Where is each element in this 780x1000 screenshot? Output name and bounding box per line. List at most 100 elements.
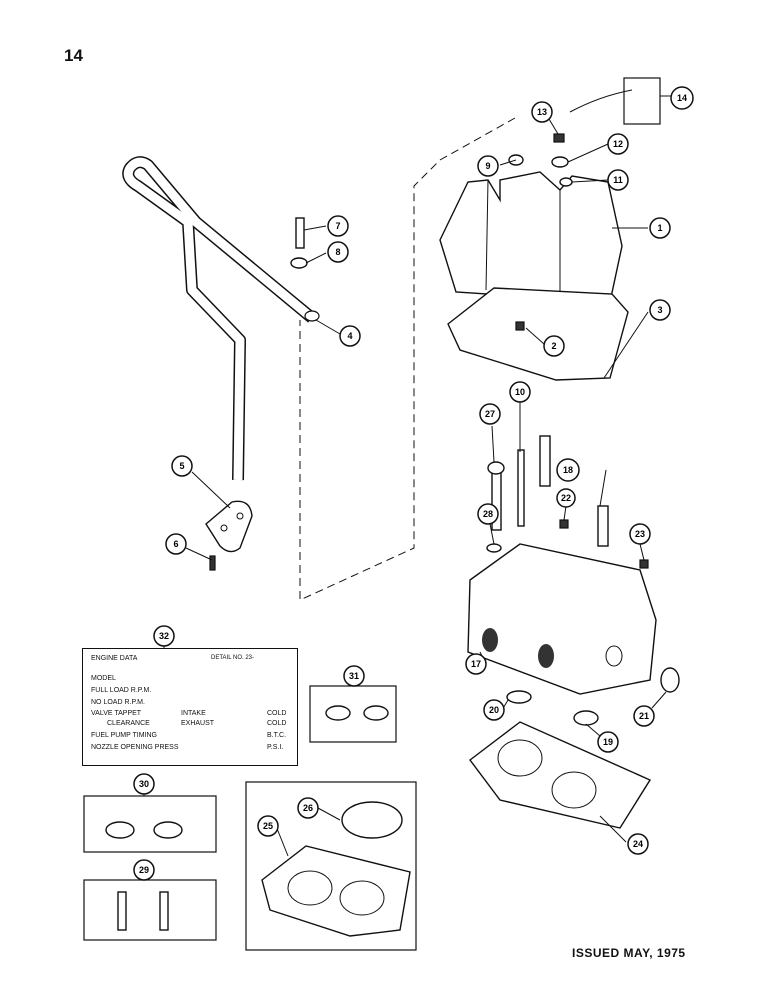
svg-text:13: 13 <box>537 107 547 117</box>
callout-26: 26 <box>297 797 319 819</box>
svg-text:32: 32 <box>159 631 169 641</box>
kit-box-29 <box>83 879 217 941</box>
card-intake: INTAKE <box>181 710 206 717</box>
callout-17: 17 <box>465 653 487 675</box>
callout-6: 6 <box>165 533 187 555</box>
washer-11 <box>559 177 573 187</box>
svg-text:19: 19 <box>603 737 613 747</box>
kit-box-30 <box>83 795 217 853</box>
screw-6 <box>209 555 216 571</box>
card-no-load: NO LOAD R.P.M. <box>91 699 145 706</box>
nut-23 <box>639 559 649 569</box>
washer-28 <box>486 543 502 553</box>
svg-text:1: 1 <box>657 223 662 233</box>
seal-19 <box>573 710 599 726</box>
card-cold-1: COLD <box>267 710 287 717</box>
svg-text:17: 17 <box>471 659 481 669</box>
card-fuel-pump-timing: FUEL PUMP TIMING <box>91 732 157 739</box>
sleeve-18a <box>539 435 551 487</box>
o-ring-26 <box>341 801 403 839</box>
svg-text:30: 30 <box>139 779 149 789</box>
svg-text:23: 23 <box>635 529 645 539</box>
assembly-dashed-line <box>299 117 516 601</box>
card-valve-tappet: VALVE TAPPET <box>91 710 142 717</box>
callout-23: 23 <box>629 523 651 545</box>
callout-30: 30 <box>133 773 155 795</box>
callout-31: 31 <box>343 665 365 687</box>
callout-25: 25 <box>257 815 279 837</box>
card-clearance: CLEARANCE <box>107 720 150 727</box>
guide-29b <box>159 891 169 931</box>
valve-cover-gasket <box>447 287 629 381</box>
stud-10 <box>517 449 525 527</box>
callout-12: 12 <box>607 133 629 155</box>
guide-29a <box>117 891 127 931</box>
seal-30a <box>105 821 135 839</box>
svg-text:24: 24 <box>633 839 643 849</box>
callout-10: 10 <box>509 381 531 403</box>
card-psi: P.S.I. <box>267 744 284 751</box>
svg-text:27: 27 <box>485 409 495 419</box>
head-gasket-25 <box>261 845 411 937</box>
svg-text:9: 9 <box>485 161 490 171</box>
seal-21 <box>660 667 680 693</box>
svg-text:10: 10 <box>515 387 525 397</box>
callout-24: 24 <box>627 833 649 855</box>
callout-9: 9 <box>477 155 499 177</box>
callout-21: 21 <box>633 705 655 727</box>
svg-text:25: 25 <box>263 821 273 831</box>
page-number: 14 <box>64 46 83 65</box>
card-cold-2: COLD <box>267 720 287 727</box>
callout-3: 3 <box>649 299 671 321</box>
svg-text:8: 8 <box>335 247 340 257</box>
callout-8: 8 <box>327 241 349 263</box>
card-exhaust: EXHAUST <box>181 720 215 727</box>
callout-7: 7 <box>327 215 349 237</box>
callout-27: 27 <box>479 403 501 425</box>
callout-5: 5 <box>171 455 193 477</box>
callout-29: 29 <box>133 859 155 881</box>
callout-22: 22 <box>556 488 576 508</box>
washer-8 <box>290 257 308 269</box>
svg-text:20: 20 <box>489 705 499 715</box>
card-full-load: FULL LOAD R.P.M. <box>91 687 152 694</box>
svg-text:29: 29 <box>139 865 149 875</box>
svg-text:18: 18 <box>563 465 573 475</box>
svg-text:31: 31 <box>349 671 359 681</box>
seal-12 <box>551 156 569 168</box>
svg-text:14: 14 <box>677 93 687 103</box>
nut-22 <box>559 519 569 529</box>
svg-text:12: 12 <box>613 139 623 149</box>
svg-text:7: 7 <box>335 221 340 231</box>
callout-20: 20 <box>483 699 505 721</box>
nut-13 <box>553 133 565 143</box>
kit-box-25-26 <box>245 781 417 951</box>
callout-13: 13 <box>531 101 553 123</box>
callout-1: 1 <box>649 217 671 239</box>
issued-date: ISSUED MAY, 1975 <box>572 946 686 960</box>
svg-text:21: 21 <box>639 711 649 721</box>
breather-tube <box>122 156 320 481</box>
seal-31a <box>325 705 351 721</box>
card-btc: B.T.C. <box>267 732 287 739</box>
svg-text:11: 11 <box>613 175 623 185</box>
bolt-7 <box>295 217 305 249</box>
seal-31b <box>363 705 389 721</box>
card-detail-no: DETAIL NO. 23- <box>211 655 255 661</box>
callout-4: 4 <box>339 325 361 347</box>
callout-14: 14 <box>670 86 694 110</box>
callout-19: 19 <box>597 731 619 753</box>
cylinder-head <box>467 543 657 695</box>
sleeve-18b <box>597 505 609 547</box>
card-nozzle-press: NOZZLE OPENING PRESS <box>91 744 179 751</box>
svg-text:5: 5 <box>179 461 184 471</box>
svg-text:2: 2 <box>551 341 556 351</box>
svg-text:6: 6 <box>173 539 178 549</box>
detail-box-14 <box>623 77 661 125</box>
svg-text:26: 26 <box>303 803 313 813</box>
svg-text:4: 4 <box>347 331 352 341</box>
flange <box>205 500 253 553</box>
callout-32: 32 <box>153 625 175 647</box>
callout-18: 18 <box>556 458 580 482</box>
svg-text:28: 28 <box>483 509 493 519</box>
